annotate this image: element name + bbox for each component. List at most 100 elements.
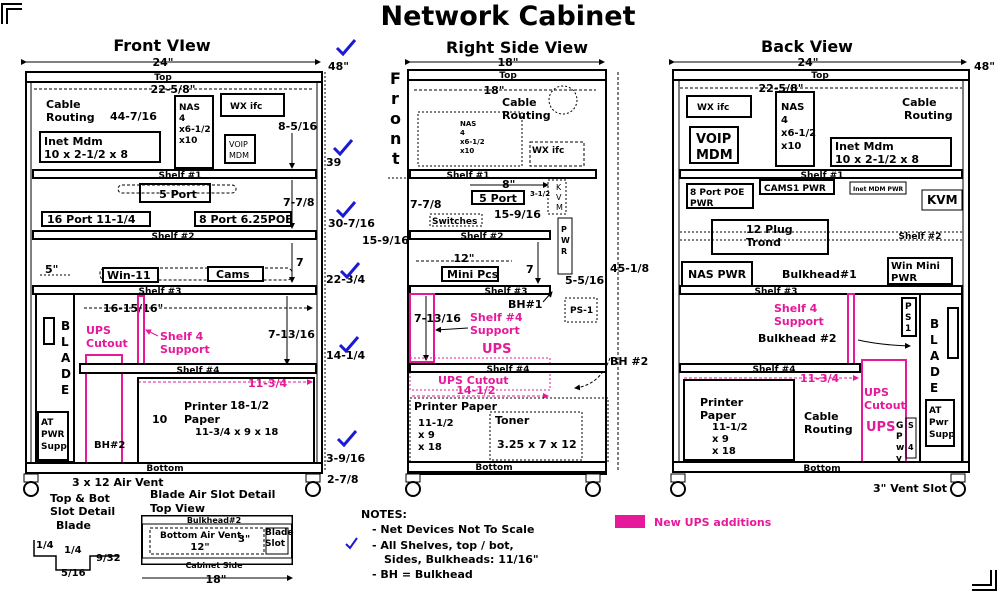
front-mark-39: 39: [326, 156, 341, 169]
side-mini-pcs: [441, 266, 499, 282]
note-item: - All Shelves, top / bot,: [372, 539, 514, 552]
side-view-heading: Right Side View: [446, 38, 588, 57]
slot-w2: 9/32: [96, 553, 121, 564]
checkmarks: [332, 39, 361, 550]
side-shelf-1: [409, 169, 597, 179]
slot-q2: 1/4: [64, 545, 82, 556]
caster-icon: [305, 481, 321, 497]
back-nas-pwr-label: NAS PWR: [688, 268, 747, 281]
front-mark-3: 3-9/16: [326, 452, 366, 465]
legend-swatch: [615, 515, 645, 528]
front-cams: [207, 266, 264, 282]
side-shelf-4-label: Shelf #4: [487, 365, 530, 375]
front-height-7: 7: [296, 256, 304, 269]
front-air-vent: 3 x 12 Air Vent: [72, 476, 164, 489]
front-height-44: 44-7/16: [110, 110, 157, 123]
front-wx-ifc-label: WX ifc: [230, 102, 262, 112]
side-inner-width: 18": [483, 84, 504, 97]
side-width-dim: 18": [497, 56, 518, 69]
front-5-port-label: 5 Port: [159, 188, 197, 201]
legend: New UPS additions: [615, 515, 772, 529]
blade-detail-12in: 12": [190, 542, 209, 553]
check-icon: [332, 139, 354, 157]
back-bottom-panel: [672, 461, 970, 473]
note-item: - BH = Bulkhead: [372, 568, 473, 581]
back-width-dim: 24": [797, 56, 818, 69]
front-bottom-label: Bottom: [146, 464, 183, 474]
side-ps1-label: PS-1: [570, 306, 593, 316]
side-shelf-3: [409, 285, 551, 295]
front-height-7-13: 7-13/16: [268, 328, 315, 341]
front-inner-width: 22-5/8": [151, 83, 196, 96]
check-icon: [338, 336, 360, 354]
caster-icon: [585, 481, 601, 497]
side-bottom-panel: [407, 461, 607, 473]
side-dim-3-5: 3-1/2: [530, 190, 550, 198]
caster-icon: [405, 481, 421, 497]
back-height-dim: 48": [974, 60, 995, 73]
back-bottom-label: Bottom: [803, 464, 840, 474]
front-paper-dim: 11-3/4 x 9 x 18: [195, 427, 278, 438]
front-inet-mdm: [39, 131, 161, 163]
side-shelf-4: [409, 363, 607, 373]
front-mark-14: 14-1/4: [326, 349, 366, 362]
side-printer-paper-label: Printer Paper: [414, 400, 498, 413]
notes: NOTES: - Net Devices Not To Scale - All …: [361, 508, 539, 581]
front-win11-label: Win-11: [107, 269, 151, 282]
back-bulkhead2-label: Bulkhead #2: [758, 332, 837, 345]
side-ups-block: [409, 293, 435, 363]
front-height-18-1-2: 18-1/2: [230, 399, 269, 412]
caster-icon: [950, 481, 966, 497]
blade-detail-bulkhead: Bulkhead#2: [187, 516, 241, 525]
back-poe-pwr: [686, 183, 754, 209]
side-shelf-2-label: Shelf #2: [461, 232, 504, 242]
blade-detail-18in: 18": [205, 573, 226, 586]
back-ps1: [901, 297, 917, 337]
front-shelf-3: [32, 285, 317, 295]
note-item: Sides, Bulkheads: 11/16": [384, 553, 539, 566]
back-nas: [775, 91, 815, 167]
side-nas: [417, 111, 523, 167]
side-height-7-7-8: 7-7/8: [410, 198, 442, 211]
front-nas: [174, 95, 214, 169]
check-icon: [336, 430, 358, 448]
front-16-port-label: 16 Port 11-1/4: [47, 213, 136, 226]
back-shelf-3: [679, 285, 963, 295]
front-shelf-3-label: Shelf #3: [139, 287, 182, 297]
check-icon: [339, 262, 361, 280]
side-shelf-1-label: Shelf #1: [447, 171, 490, 181]
front-dim-5: 5": [45, 263, 58, 276]
check-icon: [335, 39, 357, 57]
side-pwr: [557, 217, 573, 275]
blade-detail-3in: 3": [238, 534, 250, 545]
back-top-panel: [672, 69, 970, 81]
back-shelf-4: [679, 363, 861, 373]
side-shelf-3-label: Shelf #3: [485, 287, 528, 297]
front-at-pwr: [37, 411, 69, 461]
side-switches: [429, 213, 483, 227]
side-switches-label: Switches: [432, 217, 477, 227]
front-top-label: Top: [154, 73, 172, 83]
side-toner-dim: 3.25 x 7 x 12: [497, 438, 577, 451]
side-height-45: 45-1/8: [610, 262, 649, 275]
